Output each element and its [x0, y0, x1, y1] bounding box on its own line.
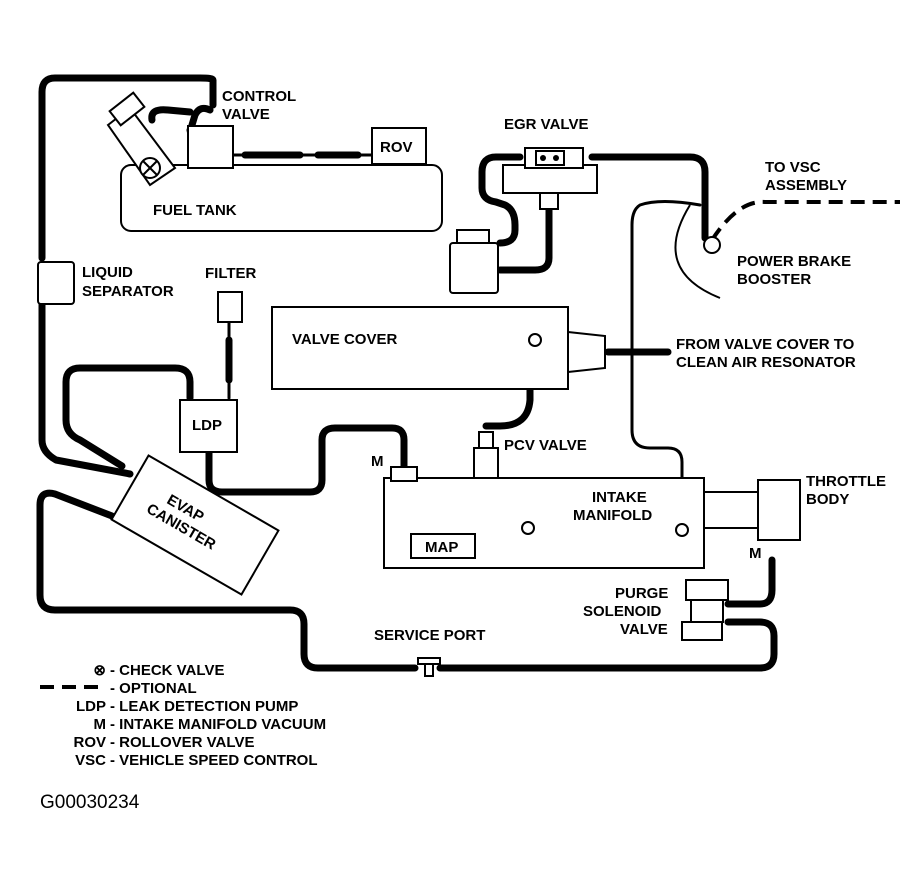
liquid-separator: [37, 261, 75, 305]
filter-box: [217, 291, 243, 323]
hose-service-to-purge: [436, 618, 778, 672]
control-valve: [187, 125, 234, 169]
label-intake-1: INTAKE: [592, 489, 647, 506]
legend-text-rov: - ROLLOVER VALVE: [110, 734, 254, 751]
manifold-m-port: [390, 466, 418, 482]
hose-egr-to-vacuum-canister: [478, 153, 524, 247]
hose-filler: [148, 106, 194, 124]
label-to-vsc-1: TO VSC: [765, 159, 821, 176]
label-control-valve-2: VALVE: [222, 106, 270, 123]
hose-pcv-to-valvecover: [482, 348, 534, 430]
label-m-manifold: M: [371, 453, 384, 470]
label-service-port: SERVICE PORT: [374, 627, 485, 644]
label-purge-3: VALVE: [620, 621, 668, 638]
fuel-tank: [120, 164, 443, 232]
label-ldp: LDP: [192, 417, 222, 434]
legend-symbol-check-valve: ⊗: [93, 662, 106, 679]
label-pcv-valve: PCV VALVE: [504, 437, 587, 454]
label-fuel-tank: FUEL TANK: [153, 202, 237, 219]
hose-egr-bottom: [496, 204, 553, 274]
hose-egr-to-booster: [588, 153, 709, 242]
figure-code: G00030234: [40, 792, 140, 813]
label-filter: FILTER: [205, 265, 257, 282]
legend-text-optional: - OPTIONAL: [110, 680, 197, 697]
legend-text-vsc: - VEHICLE SPEED CONTROL: [110, 752, 318, 769]
hose-control-valve: [188, 104, 214, 129]
purge-solenoid: [681, 579, 729, 641]
label-control-valve-1: CONTROL: [222, 88, 296, 105]
label-intake-2: MANIFOLD: [573, 507, 652, 524]
vsc-optional-line: [710, 199, 900, 242]
legend-text-m: - INTAKE MANIFOLD VACUUM: [110, 716, 326, 733]
hose-ldp-to-manifold: [205, 424, 408, 496]
hoses: [36, 74, 778, 672]
label-map: MAP: [425, 539, 458, 556]
label-from-valve-cover-2: CLEAN AIR RESONATOR: [676, 354, 856, 371]
hose-tank-to-separator: [38, 74, 217, 262]
filler-neck-with-check-valve: [106, 91, 177, 187]
label-purge-1: PURGE: [615, 585, 668, 602]
manifold-port-booster: [675, 523, 689, 537]
evap-canister: [110, 454, 280, 596]
label-power-brake-2: BOOSTER: [737, 271, 811, 288]
resonator-connector: [567, 330, 606, 374]
map-box: [410, 533, 476, 559]
rov-box: [371, 127, 427, 165]
throttle-body-neck: [703, 491, 763, 529]
label-egr-valve: EGR VALVE: [504, 116, 588, 133]
hose-ldp-to-canister: [62, 364, 194, 470]
hose-separator-to-canister: [38, 299, 134, 478]
hose-purge-to-throttle: [724, 556, 776, 608]
legend-symbol-vsc: VSC: [75, 752, 106, 769]
egr-vacuum-reservoir: [449, 229, 499, 294]
label-from-valve-cover-1: FROM VALVE COVER TO: [676, 336, 855, 353]
label-liquid-separator-1: LIQUID: [82, 264, 133, 281]
label-throttle-2: BODY: [806, 491, 849, 508]
hose-booster-to-intake: [630, 200, 702, 527]
label-liquid-separator-2: SEPARATOR: [82, 283, 174, 300]
legend: ⊗ - CHECK VALVE - OPTIONAL LDP - LEAK DE…: [40, 662, 326, 769]
manifold-port-pcv: [521, 521, 535, 535]
legend-text-check-valve: - CHECK VALVE: [110, 662, 224, 679]
label-m-throttle: M: [749, 545, 762, 562]
label-rov: ROV: [380, 139, 413, 156]
service-port: [417, 657, 441, 677]
label-valve-cover: VALVE COVER: [292, 331, 397, 348]
label-to-vsc-2: ASSEMBLY: [765, 177, 847, 194]
label-power-brake-1: POWER BRAKE: [737, 253, 851, 270]
legend-symbol-ldp: LDP: [76, 698, 106, 715]
pcv-valve: [473, 431, 499, 479]
label-throttle-1: THROTTLE: [806, 473, 886, 490]
power-brake-booster: [674, 204, 721, 299]
valve-cover: [271, 306, 569, 390]
legend-text-ldp: - LEAK DETECTION PUMP: [110, 698, 298, 715]
egr-valve: [502, 147, 598, 210]
valve-cover-port: [528, 333, 542, 347]
legend-symbol-rov: ROV: [73, 734, 106, 751]
ldp-box: [179, 399, 238, 453]
label-purge-2: SOLENOID: [583, 603, 662, 620]
legend-symbol-m: M: [94, 716, 107, 733]
throttle-body: [757, 479, 801, 541]
hose-canister-to-service: [36, 489, 419, 672]
